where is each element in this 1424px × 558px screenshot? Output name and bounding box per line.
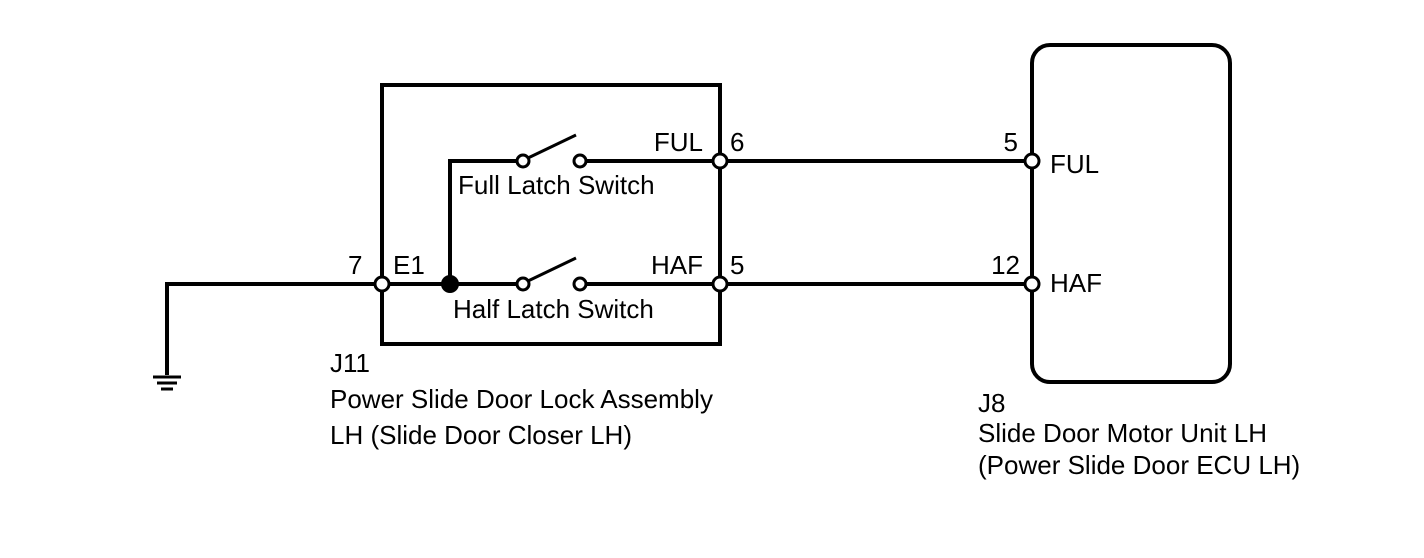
ecu-pin-haf-name: HAF	[1050, 268, 1102, 298]
ground-symbol-icon	[153, 375, 181, 391]
closer-component-box	[380, 83, 722, 346]
closer-pin-haf-number: 5	[730, 250, 744, 280]
closer-haf-terminal	[711, 275, 729, 293]
full-latch-switch-label: Full Latch Switch	[458, 170, 655, 200]
ecu-ful-terminal	[1023, 152, 1041, 170]
closer-pin-e1-name: E1	[393, 250, 425, 280]
ecu-haf-terminal	[1023, 275, 1041, 293]
closer-name-line1: Power Slide Door Lock Assembly	[330, 384, 713, 414]
ecu-component-box	[1030, 43, 1232, 384]
closer-pin-haf-name: HAF	[651, 250, 703, 280]
closer-pin-ful-name: FUL	[654, 127, 703, 157]
closer-name-line2: LH (Slide Door Closer LH)	[330, 420, 632, 450]
closer-pin-ful-number: 6	[730, 127, 744, 157]
splice-point	[441, 275, 459, 293]
ecu-pin-haf-number: 12	[991, 250, 1020, 280]
half-latch-switch	[515, 256, 588, 292]
ecu-pin-ful-name: FUL	[1050, 149, 1099, 179]
closer-connector-label: J11	[330, 348, 370, 378]
ecu-name-line2: (Power Slide Door ECU LH)	[978, 450, 1300, 480]
ecu-pin-ful-number: 5	[1004, 127, 1018, 157]
full-latch-switch	[515, 133, 588, 169]
ecu-connector-label: J8	[978, 388, 1005, 418]
closer-ful-terminal	[711, 152, 729, 170]
closer-e1-terminal	[373, 275, 391, 293]
full-latch-feed-wire	[448, 159, 522, 284]
half-latch-switch-label: Half Latch Switch	[453, 294, 654, 324]
ecu-name-line1: Slide Door Motor Unit LH	[978, 418, 1267, 448]
closer-pin-e1-number: 7	[348, 250, 362, 280]
ground-wire	[165, 282, 382, 375]
